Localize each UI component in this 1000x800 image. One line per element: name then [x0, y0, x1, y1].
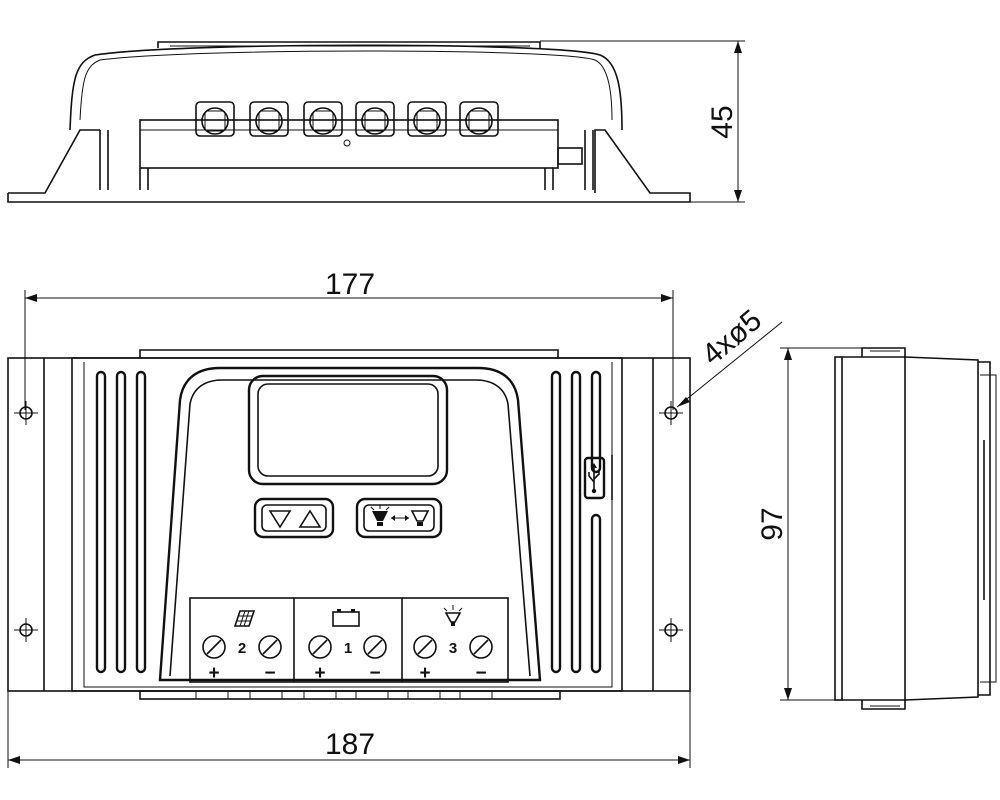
button-left[interactable] [253, 497, 335, 539]
lamp-swap-icon [370, 505, 430, 526]
hole-callout: 4xø5 [676, 304, 783, 408]
outer-width-dimension: 187 [7, 691, 691, 768]
triangle-down-up-icon [268, 509, 322, 529]
terminal-minus-label: − [369, 663, 380, 684]
terminal-minus-label: − [475, 663, 486, 684]
depth-dimension: 97 [756, 347, 862, 701]
height-dimension: 45 [540, 40, 745, 203]
terminal-solar: 2 + − [202, 610, 282, 684]
height-label: 45 [706, 105, 739, 138]
hole-callout-label: 4xø5 [696, 304, 768, 372]
terminal-battery: 1 + − [308, 609, 387, 684]
inner-width-dimension: 177 [24, 268, 674, 410]
screw-minus-1[interactable] [363, 635, 387, 659]
vent-fins [95, 370, 602, 674]
lamp-icon [443, 605, 463, 626]
terminal-number-1: 1 [344, 640, 352, 657]
terminal-number-2: 2 [238, 640, 246, 657]
screw-plus-3[interactable] [413, 635, 437, 659]
side-view: 97 [756, 347, 997, 710]
screw-minus-3[interactable] [469, 635, 493, 659]
terminal-number-3: 3 [449, 640, 457, 657]
terminal-panel: 2 + − 1 + − [189, 597, 509, 684]
screw-plus-1[interactable] [308, 635, 332, 659]
terminal-minus-label: − [264, 663, 275, 684]
terminal-plus-label: + [419, 663, 430, 684]
screw-plus-2[interactable] [202, 635, 226, 659]
usb-icon [588, 463, 600, 494]
top-terminal-blocks [195, 101, 499, 137]
front-view: 177 [7, 268, 783, 768]
terminal-plus-label: + [314, 663, 325, 684]
mounting-holes [14, 401, 683, 642]
battery-icon [332, 609, 360, 627]
depth-label: 97 [756, 507, 789, 540]
screw-minus-2[interactable] [258, 635, 282, 659]
usb-port[interactable] [583, 456, 606, 500]
terminal-lamp: 3 + − [413, 605, 493, 684]
top-view: 45 [7, 40, 745, 203]
solar-panel-icon [233, 610, 256, 627]
outer-width-label: 187 [325, 728, 375, 761]
terminal-plus-label: + [208, 663, 219, 684]
inner-width-label: 177 [325, 268, 375, 301]
button-right[interactable] [355, 497, 443, 539]
